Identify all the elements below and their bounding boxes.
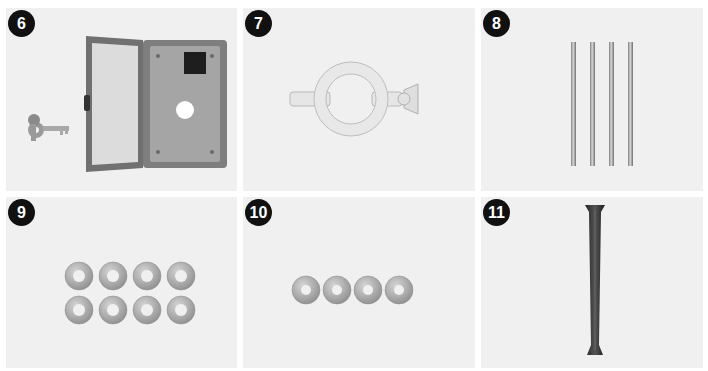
washer	[99, 262, 127, 290]
keys	[28, 114, 69, 141]
callout-number: 7	[254, 15, 263, 32]
washer-hole	[175, 270, 187, 282]
callout-number: 6	[17, 15, 26, 32]
washer	[167, 262, 195, 290]
black-stake	[585, 205, 605, 355]
callout-circle: 6	[8, 10, 35, 37]
washer-hole	[175, 304, 187, 316]
callout-number: 9	[17, 204, 26, 221]
washer	[323, 276, 351, 304]
washer-hole	[73, 270, 85, 282]
callout-number: 8	[492, 15, 501, 32]
washer	[65, 262, 93, 290]
callout-circle: 8	[483, 10, 510, 37]
washer	[167, 296, 195, 324]
washer-hole	[363, 285, 373, 295]
callout-circle: 10	[245, 199, 272, 226]
callout-circle: 11	[483, 199, 510, 226]
washer-hole	[301, 285, 311, 295]
clamp	[290, 62, 418, 136]
callout-circle: 9	[8, 199, 35, 226]
panel	[6, 8, 703, 368]
washer	[354, 276, 382, 304]
washer	[385, 276, 413, 304]
callout-circle: 7	[245, 10, 272, 37]
callout-number: 11	[488, 204, 505, 221]
washer-hole	[73, 304, 85, 316]
washer	[65, 296, 93, 324]
washer-hole	[107, 304, 119, 316]
washer-hole	[141, 304, 153, 316]
callout-number: 10	[250, 204, 268, 221]
washer	[133, 296, 161, 324]
washer-hole	[141, 270, 153, 282]
washers	[65, 262, 413, 324]
threaded-rods	[571, 42, 633, 166]
washer-hole	[394, 285, 404, 295]
washer-hole	[332, 285, 342, 295]
washer	[99, 296, 127, 324]
washer	[292, 276, 320, 304]
washer-hole	[107, 270, 119, 282]
enclosure-box	[84, 36, 227, 172]
washer	[133, 262, 161, 290]
